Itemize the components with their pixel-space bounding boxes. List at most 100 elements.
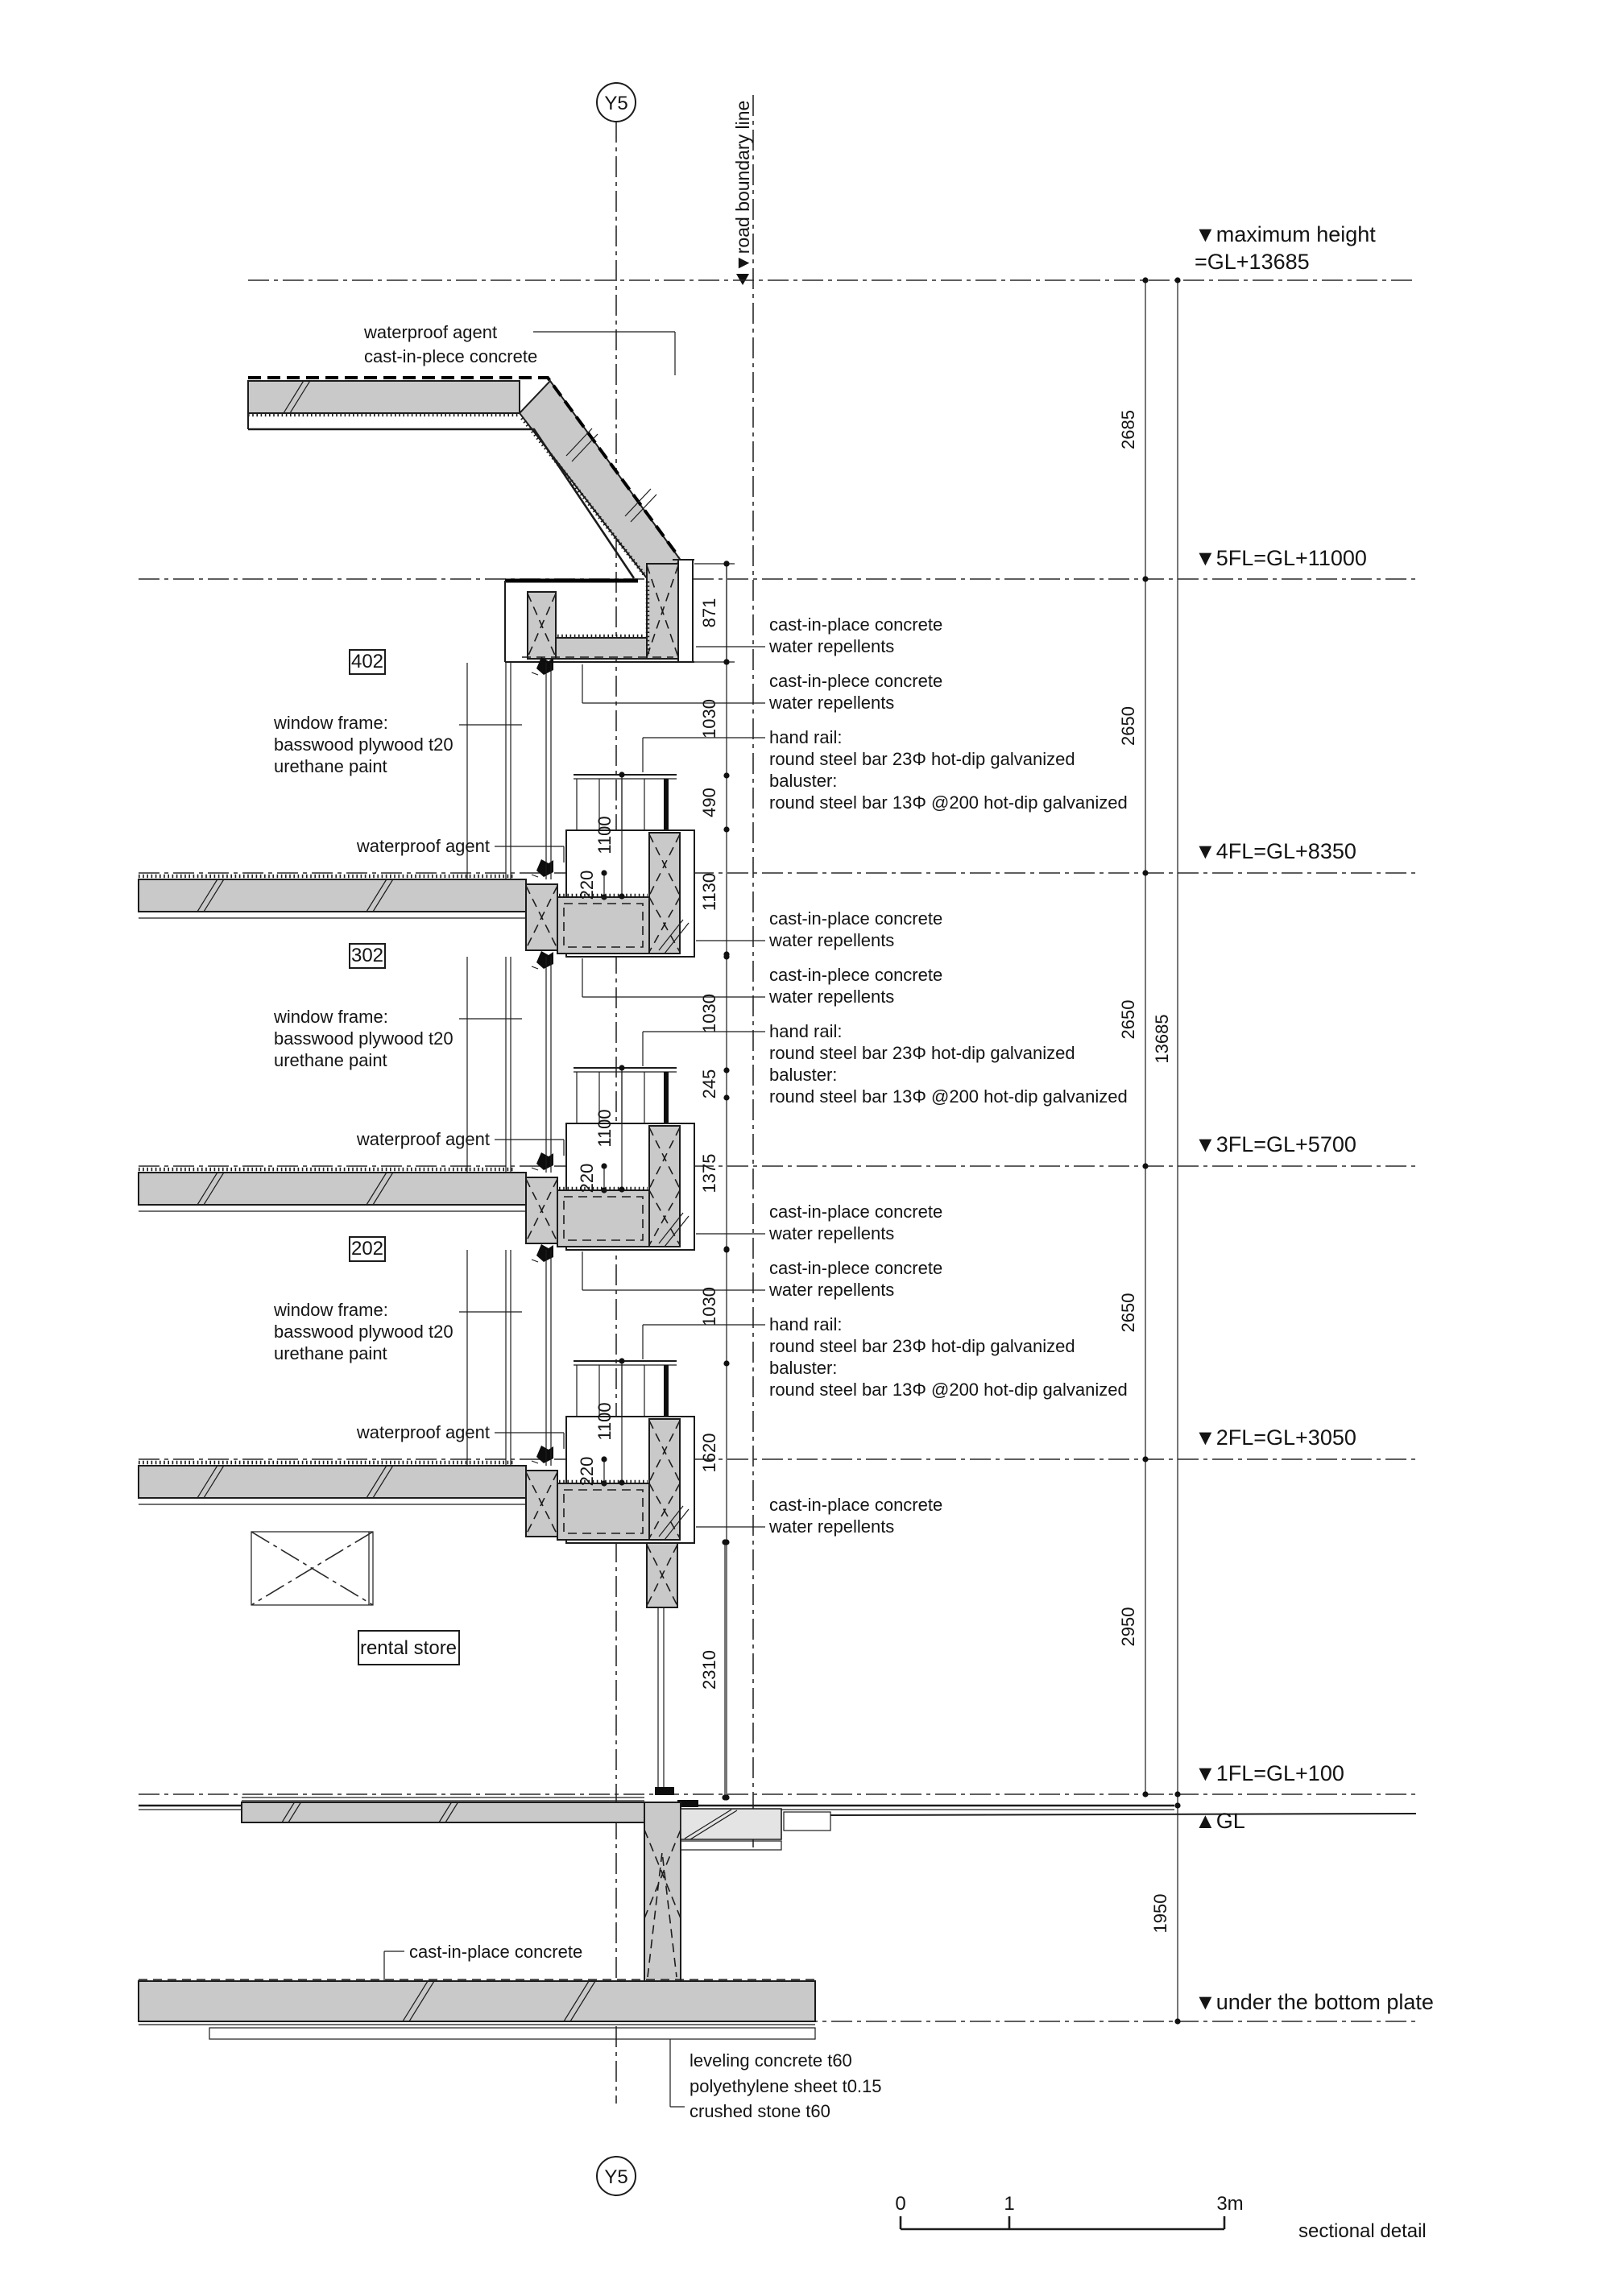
dim-tick: [619, 1065, 625, 1071]
balcony-wall-core: [648, 1418, 681, 1541]
dim-220: 220: [577, 1457, 597, 1487]
handrail-post: [664, 1072, 669, 1123]
balcony5-floor: [555, 637, 648, 660]
level-4fl: ▼4FL=GL+8350: [1195, 839, 1356, 863]
scale-tick-3m: 3m: [1216, 2193, 1243, 2215]
slab-break: [203, 879, 225, 912]
slab-break: [197, 1172, 218, 1206]
waterproof-agent-mark: [536, 859, 553, 877]
balcony-floor-slab: [557, 896, 650, 954]
roof-break-mark: [283, 380, 304, 414]
slab-break: [569, 1980, 596, 2022]
note-handrail: round steel bar 23Φ hot-dip galvanized: [769, 1336, 1075, 1356]
foundation-layer-3: crushed stone t60: [690, 2101, 830, 2121]
waterproof-agent-mark: [536, 1446, 553, 1463]
dim-tick: [1174, 1791, 1181, 1797]
note-handrail: round steel bar 13Φ @200 hot-dip galvani…: [769, 792, 1128, 813]
foundation-pile-dashed: [647, 1851, 677, 1978]
room-label: 202: [351, 1238, 383, 1260]
dim-tick: [1142, 1456, 1149, 1462]
edge-beam-brace: [525, 1471, 558, 1536]
dim-colA-value: 1030: [699, 699, 719, 738]
window-frame-note: urethane paint: [274, 756, 387, 776]
waterproof-agent-mark: [536, 657, 553, 675]
dim-tick: [723, 659, 730, 665]
level-3fl: ▼3FL=GL+5700: [1195, 1132, 1356, 1156]
balcony-corner-hatch: [658, 1505, 684, 1537]
waterproof-agent-mark: [531, 1259, 539, 1263]
slab-break: [366, 1465, 387, 1499]
slab-break: [366, 879, 387, 912]
roof-slope-break: [565, 428, 593, 457]
scale-caption: sectional detail: [1298, 2220, 1427, 2242]
balcony-floor-slab: [557, 1189, 650, 1247]
balcony-floor-dashed: [563, 1489, 644, 1534]
porch-diagonal: [684, 1809, 732, 1839]
level-under-bottom-plate: ▼under the bottom plate: [1195, 1990, 1434, 2014]
slab-break: [203, 1465, 225, 1499]
balcony-floor-slab: [557, 1483, 650, 1541]
note-handrail: baluster:: [769, 771, 837, 791]
floor-slab: [138, 1465, 527, 1499]
note-cast-in-plece: water repellents: [768, 693, 894, 713]
dim-220: 220: [577, 1164, 597, 1194]
slab-break: [372, 1172, 394, 1206]
handrail-post: [664, 779, 669, 830]
entrance-porch: [680, 1808, 782, 1840]
note-handrail: hand rail:: [769, 1314, 843, 1334]
slab-break: [402, 1980, 429, 2022]
dim-tick: [601, 870, 607, 876]
road-boundary-arrow: [736, 274, 749, 285]
note-cast-in-place: cast-in-place concrete: [769, 614, 942, 635]
roof-parapet-brace: [646, 565, 679, 658]
note-handrail: round steel bar 13Φ @200 hot-dip galvani…: [769, 1380, 1128, 1400]
note-handrail: round steel bar 23Φ hot-dip galvanized: [769, 1043, 1075, 1063]
balcony-corner-hatch: [664, 1215, 690, 1247]
dim-colA-value: 1620: [699, 1433, 719, 1473]
ground-line: [830, 1813, 1417, 1816]
dim-tick: [723, 561, 730, 567]
balcony-floor-dashed: [563, 903, 644, 948]
dim-chain-value: 2650: [1118, 706, 1138, 746]
dim-chain-value: 2650: [1118, 1293, 1138, 1333]
dim-tick: [723, 954, 730, 960]
note-handrail: hand rail:: [769, 1021, 843, 1041]
balcony-corner-hatch: [664, 1508, 690, 1541]
slab-break: [197, 879, 218, 912]
dim-1100: 1100: [594, 1109, 615, 1147]
window-frame-note: window frame:: [273, 1300, 388, 1320]
balcony-wall-brace: [648, 1483, 681, 1539]
level-gl: ▲GL: [1195, 1809, 1245, 1833]
waterproof-agent-mark: [536, 1244, 553, 1262]
grid-bubble-y5-bottom: [596, 2156, 636, 2196]
note-cast-in-place: water repellents: [768, 1223, 894, 1243]
floor-slab: [138, 1172, 527, 1206]
dim-below-gl-1950: 1950: [1150, 1894, 1170, 1934]
window-frame-note: window frame:: [273, 713, 388, 733]
dim-tick: [619, 772, 625, 778]
dim-tick: [1142, 576, 1149, 582]
balcony-wall-brace: [648, 1189, 681, 1246]
edge-beam-brace: [525, 885, 558, 949]
porch-diagonal: [690, 1810, 738, 1840]
roof-slope-break: [630, 494, 657, 523]
room-label: 402: [351, 651, 383, 672]
grid-marker-y5-bottom: Y5: [604, 2166, 627, 2188]
window-frame-note: basswood plywood t20: [274, 1322, 453, 1342]
balcony-corner-hatch: [664, 922, 690, 954]
balcony-wall-core: [648, 832, 681, 954]
note-handrail: baluster:: [769, 1358, 837, 1378]
foundation-layer-2: polyethylene sheet t0.15: [690, 2076, 882, 2096]
level-max-line2: =GL+13685: [1195, 250, 1310, 274]
dim-colA-value: 2310: [699, 1650, 719, 1690]
waterproof-agent-label: waterproof agent: [356, 1129, 490, 1149]
drawing-geometry: [138, 82, 1417, 2231]
waterproof-agent-mark: [536, 951, 553, 969]
dim-colA-value: 871: [699, 598, 719, 628]
waterproof-agent-mark: [531, 1460, 539, 1464]
dim-tick: [722, 1794, 728, 1801]
slab-break: [203, 1172, 225, 1206]
roof-slab: [247, 380, 520, 414]
roof-slope-break: [571, 433, 598, 462]
